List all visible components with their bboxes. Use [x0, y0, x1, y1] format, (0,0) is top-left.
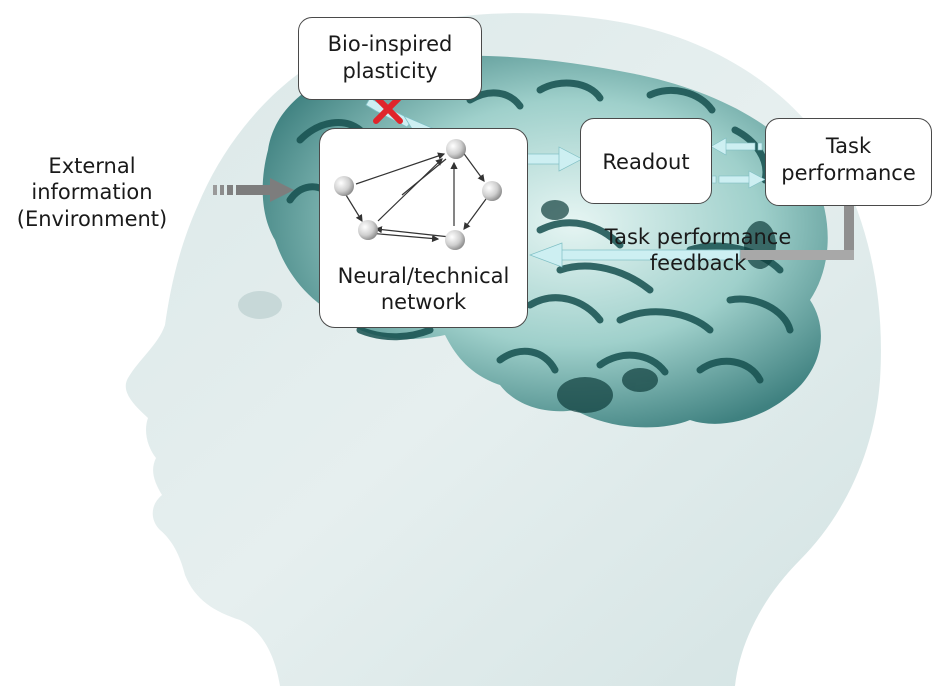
task-line-1: Task: [766, 133, 931, 160]
eye-shape: [238, 291, 282, 319]
network-line-2: network: [320, 289, 527, 315]
network-line-1: Neural/technical: [320, 263, 527, 289]
plasticity-line-1: Bio-inspired: [299, 31, 481, 58]
task-performance-node: Task performance: [765, 118, 932, 206]
plasticity-node: Bio-inspired plasticity: [298, 17, 482, 100]
task-line-2: performance: [766, 160, 931, 187]
external-line-2: information: [2, 179, 182, 205]
readout-node: Readout: [580, 118, 712, 204]
network-node-icon: [334, 176, 354, 196]
network-node-icon: [445, 230, 465, 250]
network-graph: [320, 129, 529, 259]
external-line-3: (Environment): [2, 206, 182, 232]
network-node-icon: [446, 139, 466, 159]
network-node-icon: [358, 220, 378, 240]
network-label: Neural/technical network: [320, 263, 527, 316]
network-node-icon: [482, 181, 502, 201]
network-node: Neural/technical network: [319, 128, 528, 328]
external-line-1: External: [2, 153, 182, 179]
feedback-line-1: Task performance: [588, 224, 808, 250]
plasticity-line-2: plasticity: [299, 58, 481, 85]
feedback-line-2: feedback: [588, 250, 808, 276]
external-information-label: External information (Environment): [2, 153, 182, 232]
feedback-label: Task performance feedback: [588, 224, 808, 277]
readout-label: Readout: [602, 150, 689, 174]
